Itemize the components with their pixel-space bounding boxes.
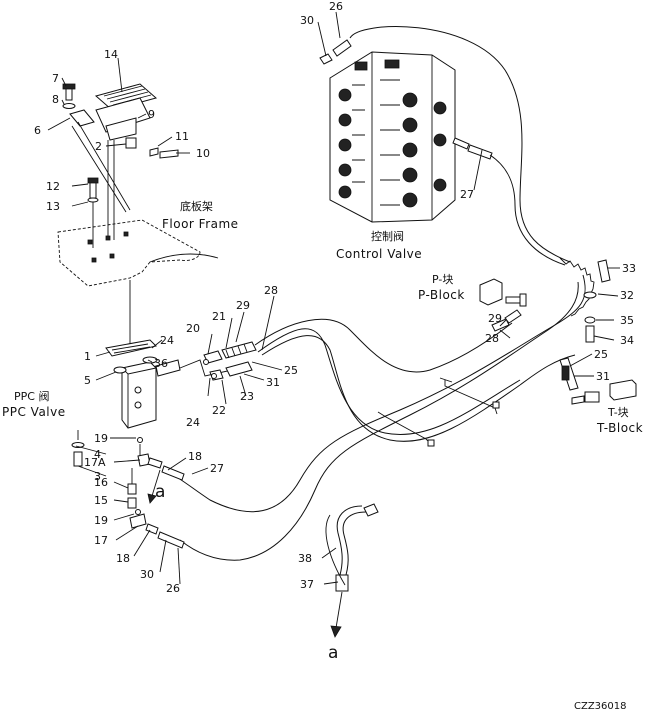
part-number: 31 — [596, 370, 610, 383]
part-number: 19 — [94, 432, 108, 445]
part-number: 18 — [116, 552, 130, 565]
part-number: 14 — [104, 48, 118, 61]
right-side-fittings — [583, 259, 611, 343]
part-number: 10 — [196, 147, 210, 160]
part-number: 19 — [94, 514, 108, 527]
part-number: 33 — [622, 262, 636, 275]
ppc-valve-assembly — [71, 339, 257, 549]
part-number: 29 — [488, 312, 502, 325]
connector-a-lower: a — [328, 643, 338, 663]
floor-frame-label-cn: 底板架 — [180, 199, 213, 213]
part-number: 17A — [84, 456, 106, 469]
part-number: 22 — [212, 404, 226, 417]
return-hose-assembly — [325, 503, 379, 638]
part-number: 9 — [148, 108, 155, 121]
part-number: 30 — [140, 568, 154, 581]
floor-frame-label-en: Floor Frame — [162, 217, 239, 231]
p-block — [479, 278, 527, 332]
part-number: 13 — [46, 200, 60, 213]
floor-frame-plate — [57, 177, 219, 345]
part-number: 15 — [94, 494, 108, 507]
ppc-valve-label-en: PPC Valve — [2, 405, 66, 419]
part-number: 36 — [154, 357, 168, 370]
diagram-labels: 底板架 Floor Frame 控制阀 Control Valve P-块 P-… — [2, 199, 643, 711]
part-number: 38 — [298, 552, 312, 565]
part-number: 37 — [300, 578, 314, 591]
part-number: 7 — [52, 72, 59, 85]
part-number: 17 — [94, 534, 108, 547]
part-numbers: 26 30 14 7 8 9 6 11 2 10 12 13 27 33 32 … — [34, 0, 636, 595]
ppc-valve-label-cn: PPC 阀 — [14, 389, 49, 403]
part-number: 30 — [300, 14, 314, 27]
part-number: 31 — [266, 376, 280, 389]
part-number: 24 — [160, 334, 174, 347]
part-number: 29 — [236, 299, 250, 312]
part-number: 20 — [186, 322, 200, 335]
part-number: 34 — [620, 334, 634, 347]
part-number: 26 — [329, 0, 343, 13]
part-number: 2 — [95, 140, 102, 153]
part-number: 28 — [264, 284, 278, 297]
connector-a-upper: a — [155, 482, 165, 502]
drawing-code: CZZ36018 — [574, 701, 627, 711]
part-number: 27 — [210, 462, 224, 475]
control-valve-assembly — [319, 39, 493, 223]
part-number: 12 — [46, 180, 60, 193]
pedal-assembly — [62, 83, 179, 240]
part-number: 8 — [52, 93, 59, 106]
part-number: 3 — [94, 470, 101, 483]
control-valve-label-en: Control Valve — [336, 247, 422, 261]
part-number: 27 — [460, 188, 474, 201]
part-number: 5 — [84, 374, 91, 387]
part-number: 1 — [84, 350, 91, 363]
t-block — [559, 357, 637, 405]
p-block-label-cn: P-块 — [432, 273, 453, 286]
part-number: 6 — [34, 124, 41, 137]
t-block-label-en: T-Block — [596, 421, 643, 435]
t-block-label-cn: T-块 — [607, 406, 629, 419]
part-number: 25 — [284, 364, 298, 377]
part-number: 4 — [94, 448, 101, 461]
part-number: 18 — [188, 450, 202, 463]
part-number: 25 — [594, 348, 608, 361]
part-number: 21 — [212, 310, 226, 323]
part-number: 16 — [94, 476, 108, 489]
p-block-label-en: P-Block — [418, 288, 465, 302]
part-number: 28 — [485, 332, 499, 345]
hose-routing — [174, 26, 595, 561]
control-valve-label-cn: 控制阀 — [371, 229, 404, 243]
part-number: 26 — [166, 582, 180, 595]
part-number: 35 — [620, 314, 634, 327]
part-number: 11 — [175, 130, 189, 143]
leader-lines — [47, 11, 620, 585]
part-number: 24 — [186, 416, 200, 429]
part-number: 23 — [240, 390, 254, 403]
part-number: 32 — [620, 289, 634, 302]
